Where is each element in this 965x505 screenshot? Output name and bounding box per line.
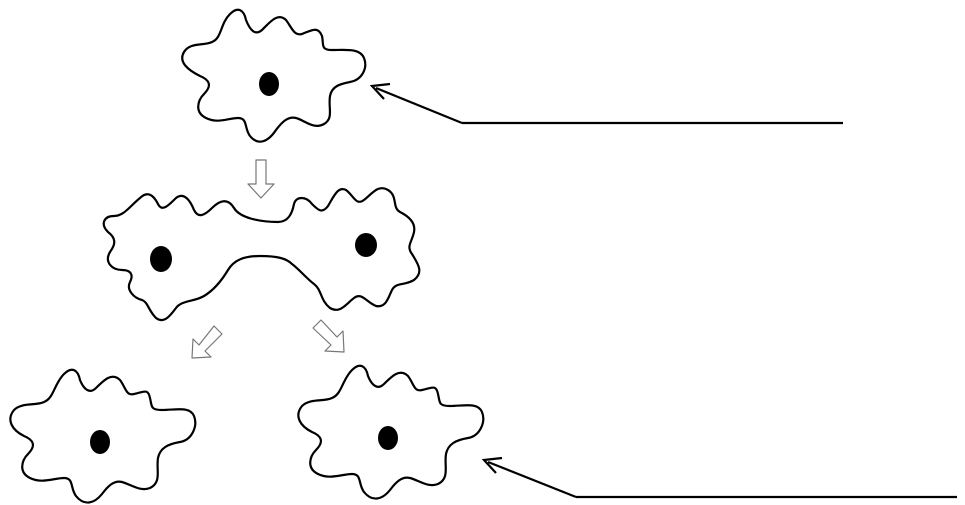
daughter-cell-right-nucleus	[378, 426, 398, 450]
dividing-cell-nucleus-left	[150, 246, 172, 272]
down-arrow	[247, 159, 275, 199]
pointer-arrowhead	[369, 82, 391, 100]
dividing-cell	[102, 187, 421, 322]
daughter-cell-left-nucleus	[90, 430, 110, 454]
dividing-cell-nucleus-right	[355, 233, 377, 257]
down-left-arrow	[191, 325, 223, 359]
daughter-cell-left	[9, 368, 197, 504]
pointer-arrow-shaft	[487, 460, 577, 499]
parent-cell-nucleus	[259, 72, 279, 96]
pointer-arrowhead	[481, 456, 503, 474]
daughter-cell-right	[297, 364, 485, 500]
dividing-cell-membrane	[102, 187, 421, 322]
label-pointer-daughter	[481, 456, 957, 499]
down-right-arrow	[312, 319, 345, 353]
label-pointer-parent	[369, 82, 843, 125]
parent-cell	[181, 8, 367, 143]
pointer-arrow-shaft	[375, 86, 463, 125]
